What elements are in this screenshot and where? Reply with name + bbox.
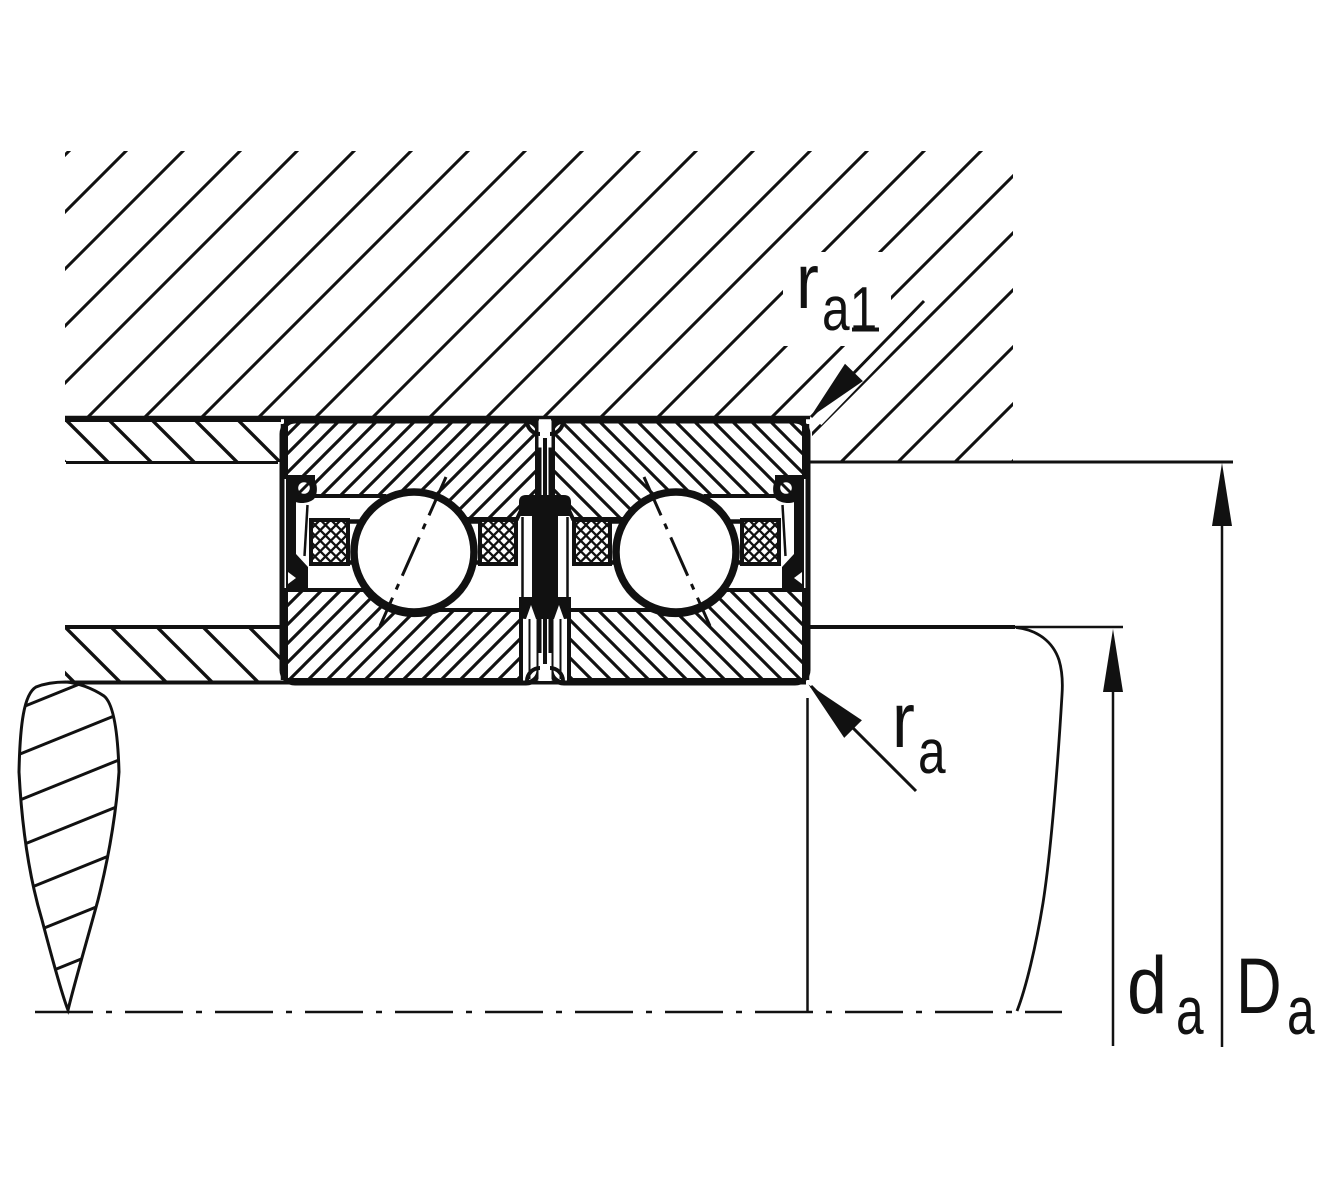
svg-text:a: a: [918, 717, 946, 787]
svg-text:a1: a1: [822, 274, 877, 344]
svg-text:r: r: [892, 676, 915, 764]
svg-text:a: a: [1176, 972, 1204, 1049]
svg-text:a: a: [1287, 972, 1315, 1049]
svg-text:r: r: [796, 237, 819, 325]
svg-text:D: D: [1236, 942, 1282, 1030]
svg-text:d: d: [1127, 941, 1167, 1031]
